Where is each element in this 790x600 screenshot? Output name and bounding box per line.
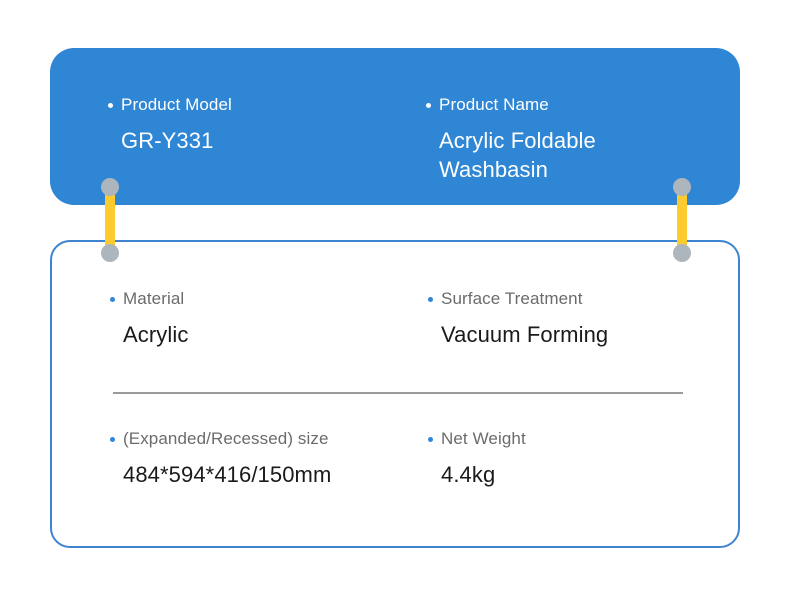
field-label-row: Net Weight [428,428,708,450]
bullet-icon [428,297,433,302]
field-label-text: Product Name [439,95,549,114]
pin-cap-bottom [101,244,119,262]
bullet-icon [426,103,431,108]
body-card: Material Acrylic Surface Treatment Vacuu… [50,240,740,548]
header-card: Product Model GR-Y331 Product Name Acryl… [50,48,740,205]
field-net-weight: Net Weight 4.4kg [428,428,708,489]
connector-pin-right-icon [673,178,691,262]
field-product-model: Product Model GR-Y331 [108,94,408,155]
connector-pin-left-icon [101,178,119,262]
field-surface-treatment: Surface Treatment Vacuum Forming [428,288,708,349]
pin-cap-bottom [673,244,691,262]
field-label-row: (Expanded/Recessed) size [110,428,440,450]
field-value-text: Acrylic Foldable Washbasin [439,128,596,182]
field-value-text: Vacuum Forming [441,322,609,347]
field-value-text: 484*594*416/150mm [123,462,332,487]
bullet-icon [108,103,113,108]
field-value-text: 4.4kg [441,462,496,487]
pin-cap-top [673,178,691,196]
field-label-text: Product Model [121,95,232,114]
field-label-text: (Expanded/Recessed) size [123,429,329,448]
field-value-text: Acrylic [123,322,189,347]
bullet-icon [110,297,115,302]
field-label-text: Surface Treatment [441,289,583,308]
field-label-text: Material [123,289,185,308]
field-size: (Expanded/Recessed) size 484*594*416/150… [110,428,440,489]
bullet-icon [428,437,433,442]
bullet-icon [110,437,115,442]
section-divider [113,392,683,394]
field-label-text: Net Weight [441,429,526,448]
field-label-row: Material [110,288,410,310]
pin-cap-top [101,178,119,196]
pin-bar [105,182,115,258]
pin-bar [677,182,687,258]
field-label-row: Product Name [426,94,706,116]
field-label-row: Product Model [108,94,408,116]
field-product-name: Product Name Acrylic Foldable Washbasin [426,94,706,184]
field-material: Material Acrylic [110,288,410,349]
field-value-text: GR-Y331 [121,128,214,153]
field-label-row: Surface Treatment [428,288,708,310]
